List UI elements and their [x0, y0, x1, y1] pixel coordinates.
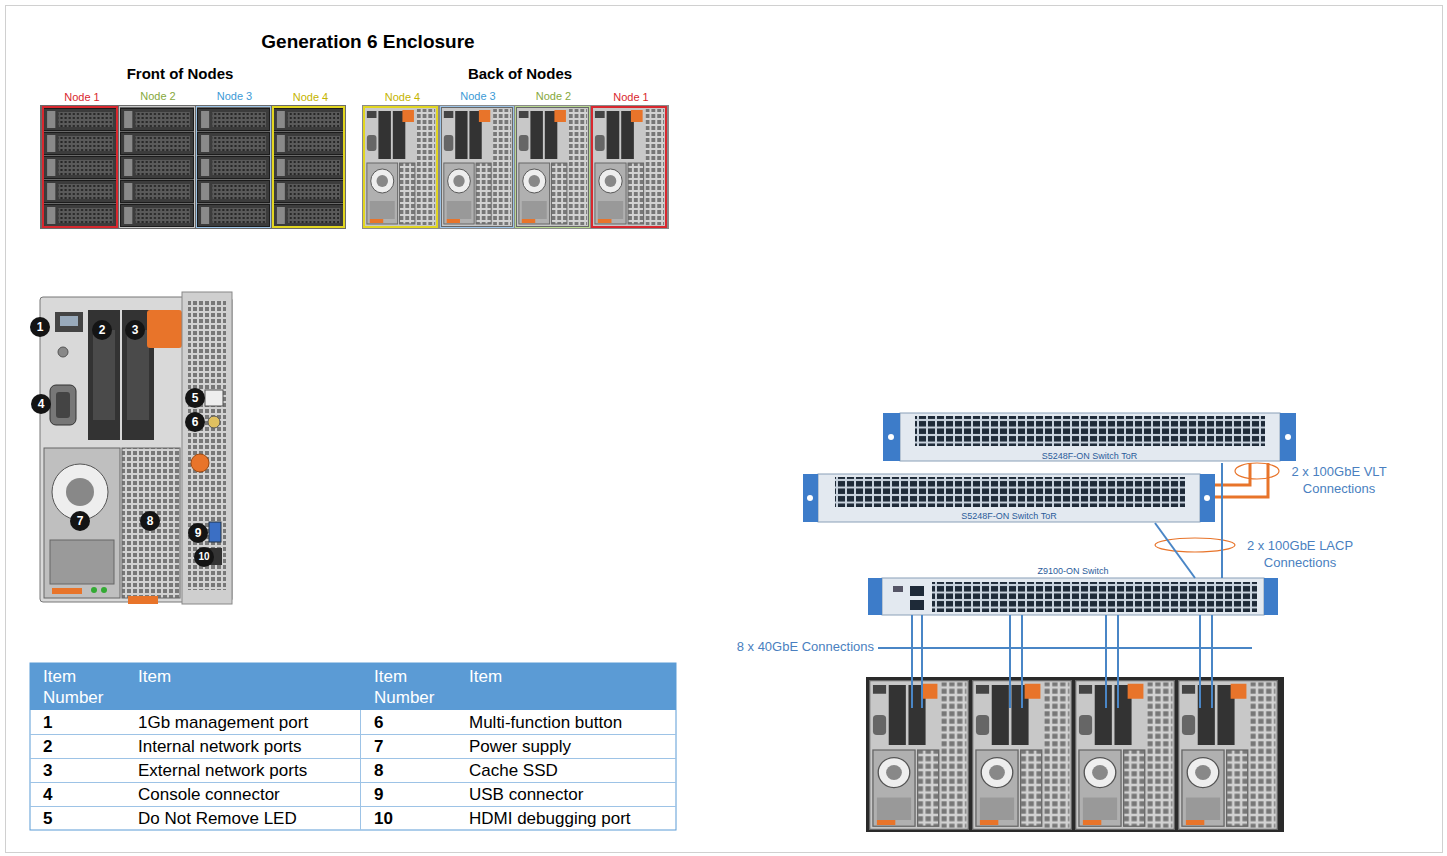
switch: S5248F-ON Switch ToR — [883, 411, 1296, 463]
node-label: Node 1 — [34, 91, 130, 104]
callout-number: 1 — [30, 317, 50, 337]
switch: S5248F-ON Switch ToR — [803, 472, 1215, 523]
node-label: S5248F-ON Switch ToR — [803, 511, 1215, 522]
callout-number: 7 — [70, 511, 90, 531]
node-outline: Node 3 — [196, 106, 271, 228]
callout-number: 10 — [194, 547, 214, 567]
node-label: Node 3 — [431, 90, 525, 103]
callout-number: 3 — [125, 320, 145, 340]
table-cell: 1 — [43, 712, 123, 734]
cable-connector — [1155, 523, 1195, 578]
section-heading: Front of Nodes — [80, 65, 280, 83]
node-label: Node 2 — [110, 90, 206, 103]
table-cell: HDMI debugging port — [469, 808, 671, 830]
node-label: Node 4 — [355, 91, 450, 104]
cable-connector — [1215, 463, 1250, 485]
node-outline: Node 4 — [363, 106, 438, 228]
node-label: Z9100-ON Switch — [868, 566, 1278, 577]
diagram-title: Generation 6 Enclosure — [168, 31, 568, 54]
node-label: S5248F-ON Switch ToR — [883, 451, 1296, 462]
table-cell: Item — [138, 666, 356, 687]
node-label: Node 2 — [506, 90, 601, 103]
table-cell: 10 — [374, 808, 454, 830]
table-cell: 5 — [43, 808, 123, 830]
connection-label: 2 x 100GbE VLT Connections — [1276, 463, 1402, 497]
table-cell: Multi-function button — [469, 712, 671, 734]
connection-label: 2 x 100GbE LACP Connections — [1236, 537, 1364, 571]
callout-number: 8 — [140, 511, 160, 531]
table-cell: 6 — [374, 712, 454, 734]
table-cell: Item — [469, 666, 671, 687]
connection-label: 8 x 40GbE Connections — [700, 639, 874, 655]
node-outline: Node 4 — [272, 106, 345, 228]
callout-number: 5 — [185, 388, 205, 408]
table-cell: 1Gb management port — [138, 712, 356, 734]
node-outline: Node 1 — [42, 106, 118, 228]
node-label: Node 4 — [264, 91, 357, 104]
table-cell: Item Number — [374, 666, 454, 708]
table-cell: 4 — [43, 784, 123, 806]
table-cell: 2 — [43, 736, 123, 758]
table-cell: USB connector — [469, 784, 671, 806]
cable-connector — [1221, 463, 1223, 578]
table-cell: Do Not Remove LED — [138, 808, 356, 830]
node-outline: Node 1 — [591, 106, 667, 228]
node-outline: Node 3 — [440, 106, 514, 228]
table-cell: Internal network ports — [138, 736, 356, 758]
node-outline: Node 2 — [515, 106, 590, 228]
table-cell: 7 — [374, 736, 454, 758]
callout-number: 9 — [188, 523, 208, 543]
table-cell: Console connector — [138, 784, 356, 806]
table-cell: 8 — [374, 760, 454, 782]
switch: Z9100-ON Switch — [868, 578, 1278, 615]
node-label: Node 1 — [583, 91, 679, 104]
node-label: Node 3 — [187, 90, 282, 103]
section-heading: Back of Nodes — [420, 65, 620, 83]
table-cell: Cache SSD — [469, 760, 671, 782]
node-outline: Node 2 — [119, 106, 195, 228]
table-cell: 3 — [43, 760, 123, 782]
table-cell: 9 — [374, 784, 454, 806]
callout-number: 4 — [31, 394, 51, 414]
table-cell: Item Number — [43, 666, 123, 708]
callout-number: 2 — [92, 320, 112, 340]
table-cell: Power supply — [469, 736, 671, 758]
callout-number: 6 — [185, 412, 205, 432]
table-cell: External network ports — [138, 760, 356, 782]
